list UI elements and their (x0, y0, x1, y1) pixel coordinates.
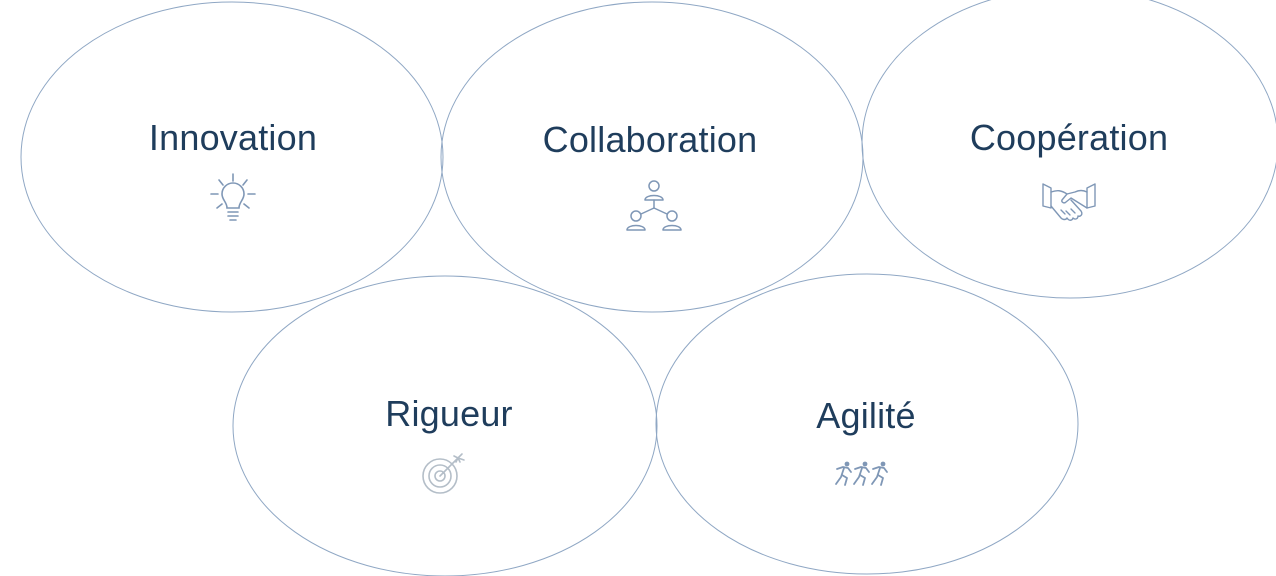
value-label-agilite: Agilité (816, 395, 916, 436)
handshake-icon (1041, 178, 1097, 230)
target-dart-icon (420, 450, 468, 498)
ellipse-rigueur (232, 275, 658, 576)
running-people-icon (834, 460, 894, 488)
value-label-innovation: Innovation (148, 117, 318, 158)
team-network-icon (623, 178, 685, 236)
ellipse-innovation (20, 1, 444, 313)
value-label-cooperation: Coopération (969, 117, 1169, 158)
value-label-collaboration: Collaboration (542, 119, 758, 160)
ellipse-agilite (655, 273, 1079, 575)
lightbulb-icon (208, 172, 258, 224)
ellipse-cooperation (861, 0, 1276, 299)
value-label-rigueur: Rigueur (385, 393, 513, 434)
